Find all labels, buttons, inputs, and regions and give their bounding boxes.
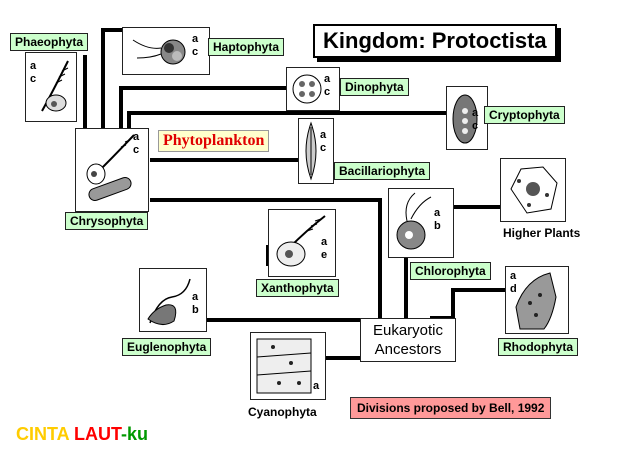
plant-cell-icon (510, 166, 558, 214)
higher-plants-illustration (500, 158, 566, 222)
chrysophyta-illustration (75, 128, 149, 212)
euglenophyta-cell-icon (147, 278, 191, 325)
chlorophyta-cell-icon (396, 192, 432, 250)
cryptophyta-illustration (446, 86, 488, 150)
chrysophyta-cell-icon (86, 134, 135, 201)
eukaryotic-ancestors-node: Eukaryotic Ancestors (360, 318, 456, 362)
xanthophyta-cell-icon (276, 215, 326, 267)
line-chrysophyta-root (150, 198, 382, 318)
label-bacillariophyta: Bacillariophyta (334, 162, 431, 180)
line-dinophyta (119, 86, 286, 128)
dinophyta-illustration (286, 67, 340, 111)
brand-part-1: CINTA (16, 424, 74, 444)
label-chlorophyta: Chlorophyta (410, 262, 491, 280)
rhodophyta-illustration (505, 266, 569, 334)
label-xanthophyta: Xanthophyta (256, 279, 339, 297)
haptophyta-pigments: a c (192, 33, 199, 58)
cryptophyta-cell-icon (452, 94, 478, 144)
brand-part-3: -ku (121, 424, 148, 444)
rhodophyta-cell-icon (515, 272, 557, 330)
cryptophyta-pigments: a c (472, 107, 479, 132)
bacillariophyta-pigments: a c (320, 129, 327, 154)
haptophyta-cell-icon (132, 39, 186, 65)
dinophyta-pigments: a c (324, 73, 331, 98)
bacillariophyta-cell-icon (305, 121, 317, 181)
bacillariophyta-illustration (298, 118, 334, 184)
chrysophyta-pigments: a c (133, 131, 140, 156)
label-rhodophyta: Rhodophyta (498, 338, 578, 356)
line-rhodophyta (451, 288, 505, 318)
rhodophyta-pigments: a d (510, 270, 517, 295)
label-euglenophyta: Euglenophyta (122, 338, 212, 356)
euglenophyta-pigments: a b (192, 291, 199, 316)
phaeophyta-cell-icon (41, 60, 69, 112)
label-dinophyta: Dinophyta (340, 78, 409, 96)
line-cryptophyta (127, 111, 446, 128)
xanthophyta-illustration (268, 209, 336, 277)
brand-wordmark: CINTA LAUT-ku (16, 424, 148, 445)
label-cryptophyta: Cryptophyta (484, 106, 565, 124)
brand-part-2: LAUT (74, 424, 121, 444)
line-haptophyta (101, 28, 122, 128)
cyanophyta-pigments: a (313, 380, 320, 392)
label-higher-plants: Higher Plants (503, 226, 581, 240)
euglenophyta-illustration (139, 268, 207, 332)
label-cyanophyta: Cyanophyta (248, 405, 317, 419)
page-title: Kingdom: Protoctista (313, 24, 557, 58)
xanthophyta-pigments: a e (321, 236, 328, 261)
phaeophyta-pigments: a c (30, 60, 37, 85)
chlorophyta-illustration (388, 188, 454, 258)
cyanophyta-cell-icon (256, 338, 312, 394)
phaeophyta-illustration (25, 52, 77, 122)
phytoplankton-label: Phytoplankton (158, 130, 270, 152)
cyanophyta-illustration (250, 332, 326, 400)
label-chrysophyta: Chrysophyta (65, 212, 149, 230)
label-phaeophyta: Phaeophyta (10, 33, 89, 51)
chlorophyta-pigments: a b (434, 207, 441, 232)
label-haptophyta: Haptophyta (208, 38, 284, 56)
haptophyta-illustration (122, 27, 210, 75)
dinophyta-cell-icon (292, 74, 322, 104)
source-note: Divisions proposed by Bell, 1992 (350, 397, 552, 419)
